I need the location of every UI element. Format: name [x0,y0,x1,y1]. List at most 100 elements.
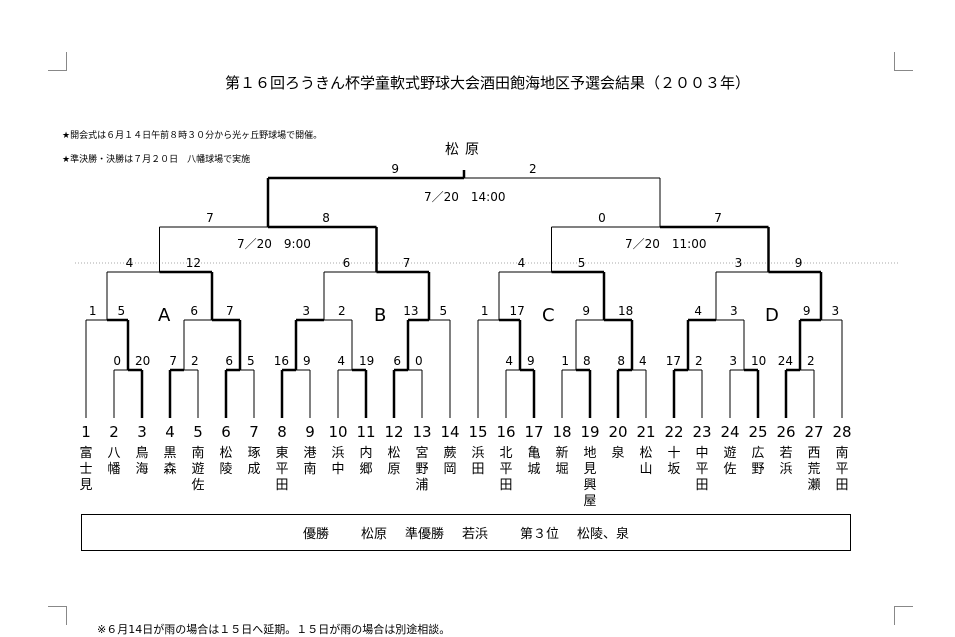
team-number: 21 [636,423,656,441]
team-number: 5 [193,423,203,441]
score-label: 1 [481,304,489,318]
team-number: 8 [277,423,287,441]
team-number: 25 [748,423,768,441]
group-label-c: C [542,305,555,326]
score-label: 16 [274,354,289,368]
team-name: 黒森 [163,446,177,477]
score-label: 4 [337,354,345,368]
score-label: 20 [135,354,150,368]
score-label: 17 [666,354,681,368]
score-label: 9 [582,304,590,318]
score-label: 4 [639,354,647,368]
score-label: 3 [729,354,737,368]
team-number: 17 [524,423,544,441]
team-name: 中平田 [695,446,709,493]
score-label: 9 [803,304,811,318]
team-number: 19 [580,423,600,441]
team-number: 12 [384,423,404,441]
team-name: 十坂 [667,446,681,477]
team-number: 27 [804,423,824,441]
document-title: 第１６回ろうきん杯学童軟式野球大会酒田飽海地区予選会結果（２００３年） [224,74,750,92]
team-name: 新堀 [555,446,569,477]
score-label: 7 [206,211,214,225]
result-box: 優勝 松原 準優勝 若浜 第３位 松陵、泉 [81,514,851,551]
team-number: 26 [776,423,796,441]
group-label-a: A [158,305,171,326]
team-name: 松山 [639,446,653,477]
team-number: 7 [249,423,259,441]
team-number: 18 [552,423,572,441]
score-label: 2 [807,354,815,368]
crop-mark [48,52,67,71]
team-number: 28 [832,423,852,441]
score-label: 6 [393,354,401,368]
crop-mark [48,606,67,625]
champion-label: 松原 [445,142,485,158]
third-place-teams: 松陵、泉 [577,527,630,542]
team-name: 遊佐 [723,446,737,477]
score-label: 5 [578,256,586,270]
score-label: 3 [735,256,743,270]
score-label: 0 [598,211,606,225]
team-name: 宮野浦 [415,446,429,493]
score-label: 9 [391,162,399,176]
team-name: 北平田 [499,446,513,493]
team-number: 1 [81,423,91,441]
score-label: 9 [795,256,803,270]
score-label: 3 [302,304,310,318]
score-label: 19 [359,354,374,368]
score-label: 8 [583,354,591,368]
team-number: 22 [664,423,684,441]
score-label: 6 [190,304,198,318]
semifinal-right-date: 7／20 11:00 [625,237,707,251]
note-semifinal: ★準決勝・決勝は７月２０日 八幡球場で実施 [62,155,251,165]
champion-team: 松原 [360,527,387,542]
score-label: 7 [226,304,234,318]
crop-mark [894,52,913,71]
champion-title: 優勝 [302,527,329,542]
team-name: 浜田 [471,446,485,477]
score-label: 7 [714,211,722,225]
team-name: 松原 [387,446,401,477]
team-name: 亀城 [527,446,541,477]
score-label: 13 [403,304,418,318]
score-label: 4 [518,256,526,270]
score-label: 9 [527,354,535,368]
team-name: 西荒瀬 [807,446,821,493]
score-label: 24 [778,354,793,368]
score-label: 1 [561,354,569,368]
score-label: 1 [89,304,97,318]
team-number: 20 [608,423,628,441]
team-name: 地見興屋 [583,446,597,509]
team-number: 10 [328,423,348,441]
team-name: 富士見 [79,446,93,493]
team-number: 9 [305,423,315,441]
score-label: 0 [415,354,423,368]
score-label: 9 [303,354,311,368]
score-label: 4 [694,304,702,318]
group-label-b: B [374,305,387,326]
score-label: 2 [338,304,346,318]
score-label: 18 [618,304,633,318]
team-name: 南遊佐 [191,446,205,493]
team-name: 琢成 [247,446,261,477]
team-name: 浜中 [331,446,345,477]
score-label: 2 [191,354,199,368]
third-place-title: 第３位 [520,527,560,542]
score-label: 10 [751,354,766,368]
team-name: 泉 [611,446,625,461]
score-label: 3 [832,304,840,318]
team-number: 6 [221,423,231,441]
team-name: 内郷 [359,446,373,477]
score-label: 2 [529,162,537,176]
team-name: 若浜 [779,446,793,477]
team-number: 24 [720,423,740,441]
note-opening: ★開会式は６月１４日午前８時３０分から光ヶ丘野球場で開催。 [62,131,323,141]
semifinal-left-date: 7／20 9:00 [237,237,311,251]
footer-note: ※６月14日が雨の場合は１５日へ延期。１５日が雨の場合は別途相談。 [97,623,451,636]
score-label: 7 [169,354,177,368]
team-name: 港南 [303,446,317,477]
team-name: 鳥海 [135,446,149,477]
team-number: 4 [165,423,175,441]
